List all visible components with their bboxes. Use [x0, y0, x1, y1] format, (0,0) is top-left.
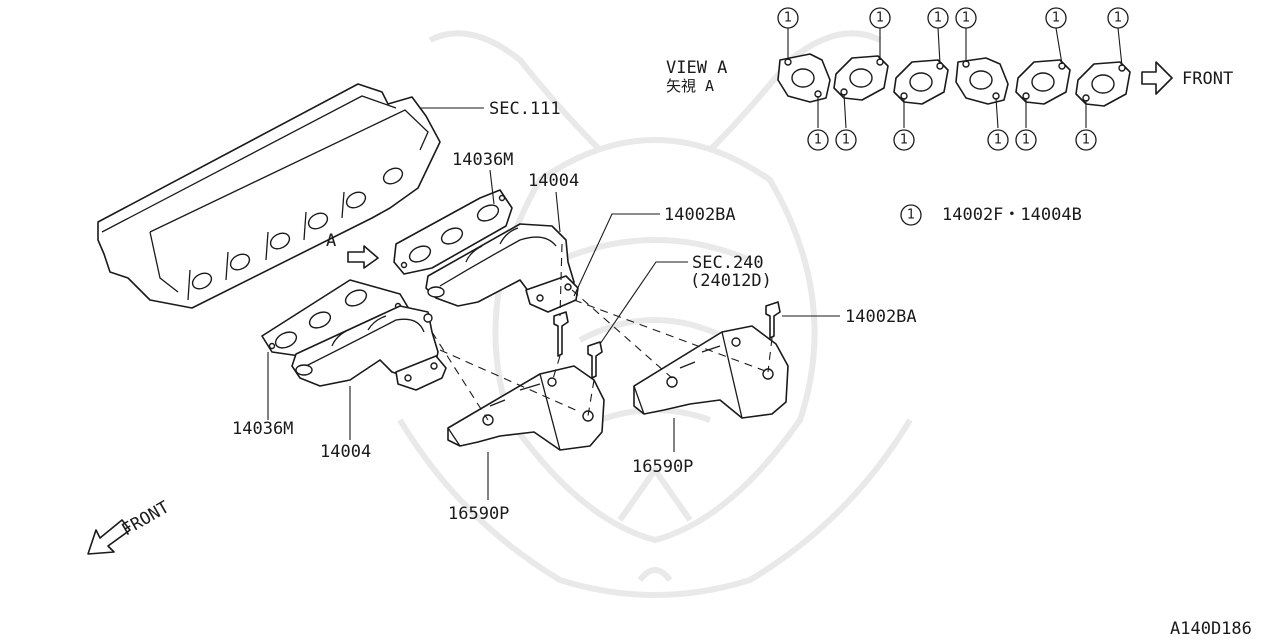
- label-sec240: SEC.240: [692, 253, 764, 273]
- circled-marker: 1: [777, 7, 799, 29]
- svg-text:1: 1: [1052, 11, 1060, 26]
- label-14004-top: 14004: [528, 171, 579, 191]
- cylinder-head: [97, 83, 441, 309]
- svg-text:1: 1: [842, 133, 850, 148]
- view-a-leaders: [787, 27, 1123, 129]
- exhaust-manifold-upper: [425, 223, 579, 313]
- gasket-upper: [393, 189, 513, 275]
- view-a-arrow: [347, 245, 379, 269]
- bolt-sec240: [587, 341, 603, 379]
- circled-marker: 1: [1075, 129, 1097, 151]
- label-16590p-left: 16590P: [448, 504, 509, 524]
- circled-marker: 1: [955, 7, 977, 29]
- svg-text:1: 1: [784, 11, 792, 26]
- label-14002ba-top: 14002BA: [664, 205, 736, 225]
- label-view-marker: A: [326, 231, 336, 251]
- svg-text:1: 1: [962, 11, 970, 26]
- svg-text:1: 1: [994, 133, 1002, 148]
- label-sec240-sub: (24012D): [690, 271, 772, 291]
- marker-set-view-a: 1 1 1 1 1 1 1 1 1 1 1 1: [777, 7, 1129, 151]
- label-sec111: SEC.111: [489, 99, 561, 119]
- circled-marker: 1: [1045, 7, 1067, 29]
- label-16590p-right: 16590P: [632, 457, 693, 477]
- svg-text:1: 1: [1114, 11, 1122, 26]
- view-a-title-jp: 矢視 A: [666, 77, 714, 95]
- svg-text:1: 1: [900, 133, 908, 148]
- heat-shield-left: [447, 365, 605, 451]
- bolt-14002ba-right: [765, 301, 781, 339]
- assembly-lines: [431, 243, 773, 421]
- svg-text:1: 1: [1022, 133, 1030, 148]
- label-14004-bottom: 14004: [320, 442, 371, 462]
- circled-marker: 1: [927, 7, 949, 29]
- circled-marker: 1: [1107, 7, 1129, 29]
- view-a-front-arrow-icon: [1141, 61, 1173, 95]
- label-14036m-top: 14036M: [452, 150, 513, 170]
- heat-shield-right: [633, 325, 789, 419]
- circled-marker: 1: [869, 7, 891, 29]
- view-a-front-label: FRONT: [1182, 69, 1233, 89]
- bolt-14002ba-center: [553, 311, 569, 357]
- circled-marker: 1: [1015, 129, 1037, 151]
- circled-marker: 1: [893, 129, 915, 151]
- exhaust-manifold-lower: [291, 305, 447, 391]
- gasket-lower: [261, 279, 413, 357]
- leader-lines: [267, 107, 840, 500]
- front-label: FRONT: [119, 497, 173, 540]
- svg-text:1: 1: [814, 133, 822, 148]
- legend-marker: 1: [907, 208, 915, 223]
- view-a-title: VIEW A: [666, 58, 727, 78]
- legend-text: 14002F・14004B: [942, 205, 1082, 225]
- diagram-id: A140D186: [1170, 619, 1252, 639]
- circled-marker: 1: [807, 129, 829, 151]
- label-14002ba-right: 14002BA: [845, 307, 917, 327]
- front-arrow-icon: [87, 519, 131, 555]
- label-14036m-bottom: 14036M: [232, 419, 293, 439]
- svg-text:1: 1: [876, 11, 884, 26]
- view-a-gaskets: [777, 53, 1131, 107]
- legend: 1 14002F・14004B: [900, 204, 1082, 226]
- svg-text:1: 1: [934, 11, 942, 26]
- circled-marker: 1: [835, 129, 857, 151]
- svg-text:1: 1: [1082, 133, 1090, 148]
- circled-marker: 1: [987, 129, 1009, 151]
